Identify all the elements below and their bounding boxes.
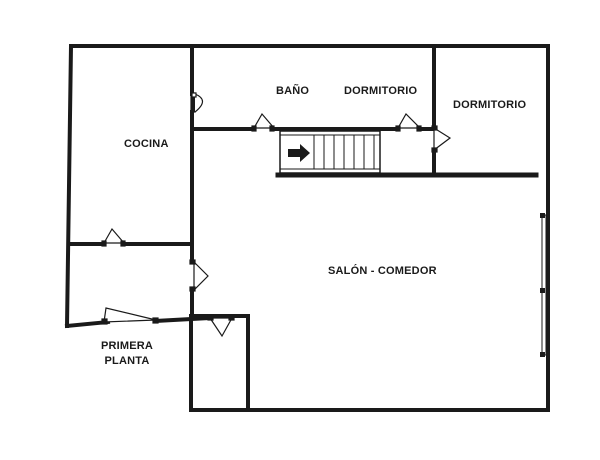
room-label-bedroom-1: DORMITORIO [344,85,418,97]
floor-label: PRIMERA PLANTA [92,339,162,369]
door-icon [207,314,235,338]
floor-label-line1: PRIMERA [100,340,154,352]
outer-wall-segment [152,315,213,324]
door-icon [395,113,422,132]
room-label-bathroom: BAÑO [276,85,310,97]
door-icon [189,259,209,292]
room-label-bedroom-2: DORMITORIO [453,99,527,111]
room-label-kitchen: COCINA [124,138,169,150]
outer-wall-segment [64,319,111,329]
door-icon [101,227,126,247]
floor-label-line2: PLANTA [104,355,150,367]
interior-walls [68,46,539,320]
outer-wall [64,44,550,412]
door-icon [190,92,204,113]
door-icon [251,112,276,132]
door-icon [101,307,159,325]
door-icon [431,125,452,153]
room-label-living-dining: SALÓN - COMEDOR [328,265,437,277]
window-right [540,213,547,357]
arrow-right-icon [288,144,310,162]
outer-walls [64,44,550,412]
